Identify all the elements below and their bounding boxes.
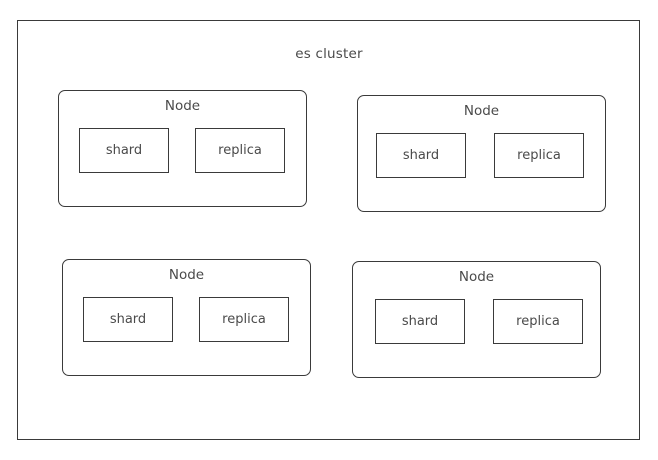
node-box-2: Node shard replica [357, 95, 606, 212]
replica-label: replica [218, 143, 262, 158]
shard-label: shard [109, 312, 147, 327]
replica-box: replica [494, 133, 584, 178]
shard-label: shard [402, 148, 440, 163]
node-label: Node [458, 269, 495, 285]
cluster-title: es cluster [295, 46, 363, 62]
node-label: Node [164, 98, 201, 114]
shard-box: shard [375, 299, 465, 344]
replica-box: replica [199, 297, 289, 342]
replica-box: replica [195, 128, 285, 173]
replica-label: replica [516, 314, 560, 329]
shard-label: shard [105, 143, 143, 158]
node-box-1: Node shard replica [58, 90, 307, 207]
shard-box: shard [83, 297, 173, 342]
replica-label: replica [517, 148, 561, 163]
node-label: Node [168, 267, 205, 283]
node-box-4: Node shard replica [352, 261, 601, 378]
replica-label: replica [222, 312, 266, 327]
node-box-3: Node shard replica [62, 259, 311, 376]
shard-label: shard [401, 314, 439, 329]
node-label: Node [463, 103, 500, 119]
shard-box: shard [376, 133, 466, 178]
shard-box: shard [79, 128, 169, 173]
replica-box: replica [493, 299, 583, 344]
